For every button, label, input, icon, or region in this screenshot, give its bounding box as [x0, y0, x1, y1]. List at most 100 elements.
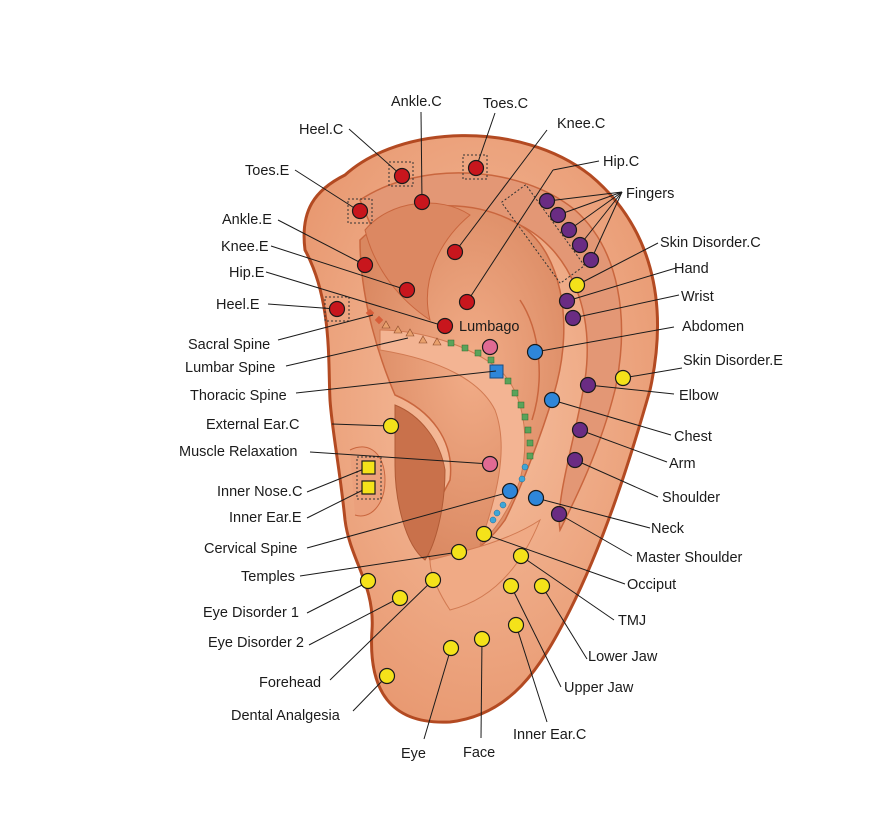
point-heel-e	[328, 300, 346, 318]
point-face	[473, 630, 491, 648]
point-temples	[450, 543, 468, 561]
toes-c-box	[462, 154, 488, 180]
point-wrist	[564, 309, 582, 327]
label-heel-e: Heel.E	[216, 297, 260, 313]
point-hand	[558, 292, 576, 310]
point-chest	[543, 391, 561, 409]
point-eye-disorder-2	[391, 589, 409, 607]
label-cervical-spine: Cervical Spine	[204, 541, 298, 557]
point-toes-e	[351, 202, 369, 220]
point-cervical-spine	[501, 482, 519, 500]
label-upper-jaw: Upper Jaw	[564, 680, 634, 696]
thoracic-marker	[526, 439, 534, 447]
lumbar-marker	[405, 328, 415, 337]
label-hand: Hand	[674, 261, 709, 277]
point-inner-nose-c	[361, 460, 376, 475]
thoracic-marker	[487, 356, 495, 364]
label-occiput: Occiput	[627, 577, 676, 593]
label-lumbar-spine: Lumbar Spine	[185, 360, 275, 376]
label-toes-e: Toes.E	[245, 163, 290, 179]
point-neck	[527, 489, 545, 507]
lumbar-marker	[393, 325, 403, 334]
cervical-marker	[518, 475, 526, 483]
label-inner-ear-e: Inner Ear.E	[229, 510, 302, 526]
thoracic-marker	[526, 452, 534, 460]
label-sacral-spine: Sacral Spine	[188, 337, 270, 353]
label-inner-nose-c: Inner Nose.C	[217, 484, 302, 500]
ear-lobe-fold	[429, 518, 542, 611]
point-eye-disorder-1	[359, 572, 377, 590]
label-muscle-relaxation: Muscle Relaxation	[179, 444, 297, 460]
label-fingers: Fingers	[626, 186, 674, 202]
point-lumbago	[481, 338, 499, 356]
label-knee-c: Knee.C	[557, 116, 605, 132]
lumbar-marker	[432, 337, 442, 346]
point-heel-c	[393, 167, 411, 185]
dashed-boxes	[324, 154, 586, 500]
label-skin-disorder-e: Skin Disorder.E	[683, 353, 783, 369]
point-skin-disorder-e	[614, 369, 632, 387]
point-upper-jaw	[502, 577, 520, 595]
label-temples: Temples	[241, 569, 295, 585]
point-knee-c	[446, 243, 464, 261]
point-abdomen	[526, 343, 544, 361]
point-knee-e	[398, 281, 416, 299]
label-tmj: TMJ	[618, 613, 646, 629]
point-inner-ear-c	[507, 616, 525, 634]
point-ankle-c	[413, 193, 431, 211]
heel-e-box	[324, 296, 350, 322]
cervical-marker	[521, 463, 529, 471]
label-inner-ear-c: Inner Ear.C	[513, 727, 586, 743]
point-skin-disorder-c	[568, 276, 586, 294]
label-dental-analgesia: Dental Analgesia	[231, 708, 341, 724]
point-finger	[571, 236, 589, 254]
point-eye	[442, 639, 460, 657]
lumbar-marker	[418, 335, 428, 344]
thoracic-marker	[521, 413, 529, 421]
point-finger	[582, 251, 600, 269]
label-forehead: Forehead	[259, 675, 321, 691]
label-eye-disorder-2: Eye Disorder 2	[208, 635, 304, 651]
cervical-marker	[489, 516, 497, 524]
label-eye-disorder-1: Eye Disorder 1	[203, 605, 299, 621]
label-hip-e: Hip.E	[229, 265, 265, 281]
point-muscle-relaxation	[481, 455, 499, 473]
label-eye: Eye	[401, 746, 426, 762]
point-external-ear-c	[382, 417, 400, 435]
point-finger	[560, 221, 578, 239]
point-tmj	[512, 547, 530, 565]
leader-lines	[265, 111, 683, 740]
label-hip-c: Hip.C	[603, 154, 639, 170]
labels: Ankle.C Toes.C Knee.C Heel.C Hip.C Toes.…	[179, 94, 783, 762]
label-wrist: Wrist	[681, 289, 714, 305]
label-ankle-c: Ankle.C	[391, 94, 442, 110]
toes-e-box	[347, 198, 373, 224]
thoracic-marker	[461, 344, 469, 352]
thoracic-marker	[504, 377, 512, 385]
label-face: Face	[463, 745, 495, 761]
fingers-box	[500, 184, 586, 284]
label-lumbago: Lumbago	[459, 319, 519, 335]
point-occiput	[475, 525, 493, 543]
spine-markers	[365, 308, 534, 524]
point-inner-ear-e	[361, 480, 376, 495]
label-heel-c: Heel.C	[299, 122, 343, 138]
point-hip-c	[458, 293, 476, 311]
label-thoracic-spine: Thoracic Spine	[190, 388, 287, 404]
label-abdomen: Abdomen	[682, 319, 744, 335]
thoracic-marker	[511, 389, 519, 397]
cervical-marker	[493, 509, 501, 517]
thoracic-marker	[524, 426, 532, 434]
cervical-marker	[499, 501, 507, 509]
point-finger	[549, 206, 567, 224]
lumbar-marker	[381, 320, 391, 329]
point-finger	[538, 192, 556, 210]
heel-c-box	[388, 161, 414, 187]
label-ankle-e: Ankle.E	[222, 212, 272, 228]
point-toes-c	[467, 159, 485, 177]
label-lower-jaw: Lower Jaw	[588, 649, 658, 665]
ear-antihelix	[379, 329, 526, 546]
thoracic-marker	[517, 401, 525, 409]
